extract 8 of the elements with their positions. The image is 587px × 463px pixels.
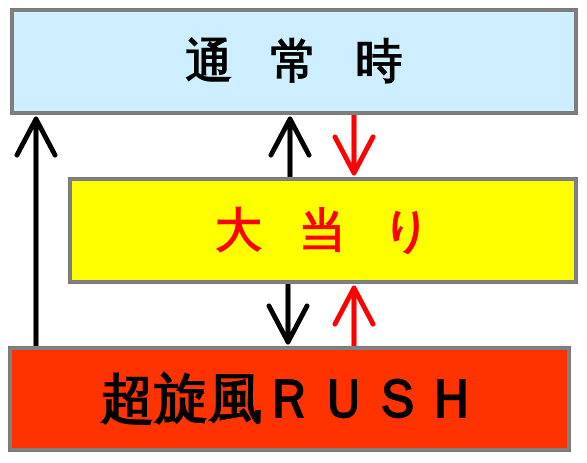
arrow [332,286,376,346]
arrow [266,284,310,344]
state-box: 大当り [68,177,578,284]
state-box: 通常時 [10,8,578,115]
arrow [14,116,58,346]
arrow [332,115,376,176]
arrow [268,116,312,177]
state-box: 超旋風ＲＵＳＨ [8,346,571,452]
